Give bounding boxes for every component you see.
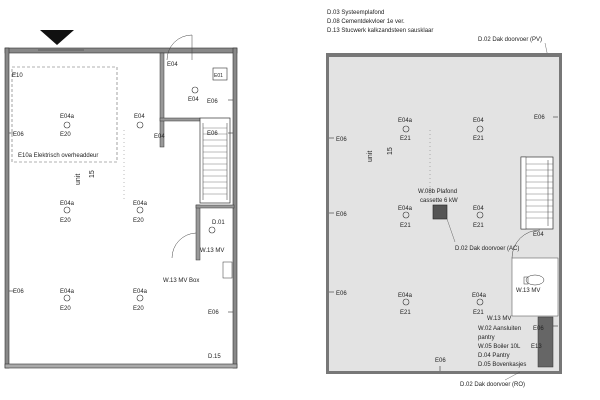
- left-toilet-door-swing: [171, 232, 197, 259]
- light-fixture-icon: [402, 125, 484, 306]
- right-wall-bottom: [326, 371, 562, 374]
- overhead-door-zone: [11, 66, 118, 163]
- left-stair: [199, 117, 231, 204]
- left-door-swing: [166, 34, 193, 61]
- left-e06-label-1: E06: [207, 99, 218, 105]
- right-e13-label: E13: [531, 344, 542, 350]
- right-mv-label-1: W.13 MV: [516, 288, 540, 294]
- right-e06-label-5: E06: [533, 326, 544, 332]
- left-e10a-label: E10a Elektrisch overheaddeur: [18, 153, 98, 159]
- boiler-box: [537, 316, 554, 368]
- left-small-room-bottom: [159, 117, 201, 122]
- left-e01-box: [212, 67, 228, 81]
- left-e06-label-4: E06: [13, 289, 24, 295]
- right-wall-top: [326, 53, 562, 57]
- light-fixture-icon: [63, 86, 216, 302]
- ac-leader: [446, 218, 456, 243]
- left-e04a-label-3: E04a: [133, 201, 148, 207]
- right-e04-label-3: E04: [533, 232, 544, 238]
- right-e06-label-1: E06: [534, 115, 545, 121]
- left-e10-label: E10: [12, 73, 23, 79]
- left-e20-label-5: E20: [133, 306, 144, 312]
- right-e04-label-2: E04: [473, 206, 484, 212]
- right-e21-label-2: E21: [473, 136, 484, 142]
- left-e04-label-3: E04: [134, 114, 145, 120]
- right-e21-label-5: E21: [400, 310, 411, 316]
- right-unit-word: unit: [367, 151, 374, 162]
- left-d01-label: D.01: [212, 220, 225, 226]
- left-wall-left: [4, 47, 10, 369]
- ceiling-cassette-unit: [432, 204, 448, 220]
- left-unit-number: 15: [89, 170, 96, 178]
- right-e04a-label-2: E04a: [398, 206, 413, 212]
- left-unit-word: unit: [75, 174, 82, 185]
- right-ro-label: D.02 Dak doorvoer (RO): [460, 382, 525, 388]
- ro-leader: [504, 371, 521, 381]
- left-toilet-top: [195, 204, 235, 209]
- right-e06-label-2: E06: [336, 137, 347, 143]
- left-e04a-label-5: E04a: [133, 289, 148, 295]
- left-e04a-label-2: E04a: [60, 201, 75, 207]
- left-e06-label-3: E06: [207, 131, 218, 137]
- right-w05-label: W.05 Boiler 10L: [478, 344, 521, 350]
- right-floor-plan: D.03 Systeemplafond D.08 Cementdekvloer …: [326, 10, 562, 388]
- left-mv-box: [222, 261, 233, 279]
- right-d05-label: D.05 Bovenkasjes: [478, 362, 526, 368]
- right-e04a-label-1: E04a: [398, 118, 413, 124]
- left-e04-label-1: E04: [167, 62, 178, 68]
- left-mvbox-label: W.13 MV Box: [163, 278, 199, 284]
- right-toilet-room: [511, 257, 559, 317]
- right-e06-label-4: E06: [336, 291, 347, 297]
- left-d15-label: D.15: [208, 354, 221, 360]
- right-d04-label: D.04 Pantry: [478, 353, 510, 359]
- left-e20-label-4: E20: [60, 306, 71, 312]
- left-e04-label-2: E04: [188, 97, 199, 103]
- left-floor-plan: E10 E04 E01 E04 E06 E04a E20 E04 E06 E04…: [4, 30, 238, 369]
- left-wall-bottom: [4, 363, 238, 369]
- right-e06-label-6: E06: [435, 358, 446, 364]
- left-e20-label-1: E20: [60, 132, 71, 138]
- right-unit-number: 15: [387, 147, 394, 155]
- left-small-room-wall: [159, 52, 165, 148]
- note-line-1: D.03 Systeemplafond: [327, 10, 384, 16]
- left-e04a-label-4: E04a: [60, 289, 75, 295]
- left-e04-label-4: E04: [154, 134, 165, 140]
- right-stair: [520, 156, 554, 230]
- right-e04a-label-4: E04a: [472, 293, 487, 299]
- right-e21-label-4: E21: [473, 223, 484, 229]
- left-e20-label-2: E20: [60, 218, 71, 224]
- note-line-3: D.13 Stucwerk kalkzandsteen sausklaar: [327, 28, 433, 34]
- right-mv-label-2: W.13 MV: [487, 316, 511, 322]
- right-e21-label-3: E21: [400, 223, 411, 229]
- right-w02-line-2: pantry: [478, 335, 495, 341]
- right-plafond-line-2: cassette 6 kW: [420, 198, 458, 204]
- right-wall-right: [559, 53, 562, 374]
- right-ac-label: D.02 Dak doorvoer (AC): [455, 246, 519, 252]
- note-line-2: D.08 Cementdekvloer 1e ver.: [327, 19, 405, 25]
- right-e21-label-6: E21: [473, 310, 484, 316]
- pv-label: D.02 Dak doorvoer (PV): [478, 37, 542, 43]
- wall-socket-icon: [9, 72, 233, 313]
- left-wall-top: [4, 47, 238, 54]
- left-mv-label: W.13 MV: [200, 248, 224, 254]
- right-w02-line-1: W.02 Aansluiten: [478, 326, 521, 332]
- wall-socket-icon: [329, 116, 558, 371]
- right-e06-label-3: E06: [336, 212, 347, 218]
- left-e06-label-5: E06: [208, 310, 219, 316]
- left-e06-label-2: E06: [13, 132, 24, 138]
- left-e04a-label-1: E04a: [60, 114, 75, 120]
- entrance-arrow-icon: [40, 30, 74, 45]
- right-toilet-door-swing: [511, 229, 541, 259]
- right-e04a-label-3: E04a: [398, 293, 413, 299]
- right-e04-label-1: E04: [473, 118, 484, 124]
- left-e01-label: E01: [214, 73, 223, 79]
- right-plafond-line-1: W.08b Plafond: [418, 189, 457, 195]
- toilet-icon: [523, 274, 545, 286]
- left-e20-label-3: E20: [133, 218, 144, 224]
- right-wall-left: [326, 53, 329, 374]
- right-e21-label-1: E21: [400, 136, 411, 142]
